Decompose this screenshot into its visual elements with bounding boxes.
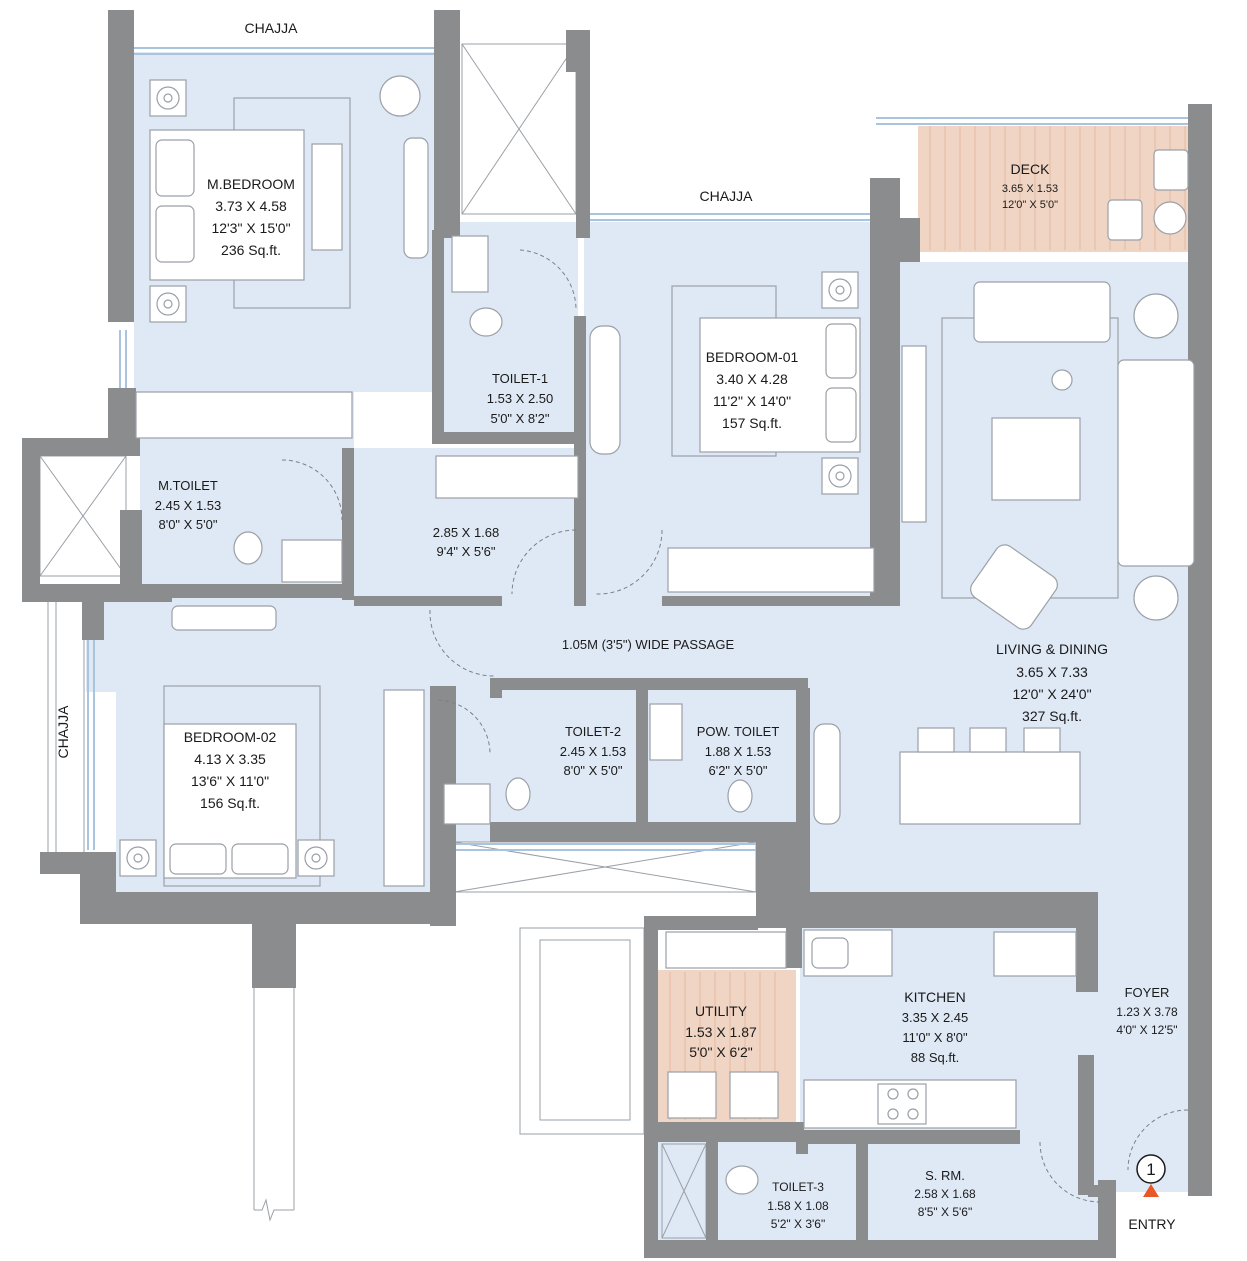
toilet-2-imperial: 8'0" X 5'0" xyxy=(563,763,622,778)
servant-room-name: S. RM. xyxy=(925,1168,965,1183)
master-toilet-imperial: 8'0" X 5'0" xyxy=(158,517,217,532)
entry-number: 1 xyxy=(1146,1160,1155,1179)
master-bedroom-name: M.BEDROOM xyxy=(207,176,295,192)
entry-label: ENTRY xyxy=(1128,1216,1176,1232)
chajja-label-left: CHAJJA xyxy=(55,705,71,759)
utility-metric: 1.53 X 1.87 xyxy=(685,1024,757,1040)
toilet-1-name: TOILET-1 xyxy=(492,371,548,386)
deck-metric: 3.65 X 1.53 xyxy=(1002,183,1058,195)
master-toilet-name: M.TOILET xyxy=(158,478,218,493)
toilet-1-metric: 1.53 X 2.50 xyxy=(487,391,554,406)
living-dining-area: 327 Sq.ft. xyxy=(1022,708,1082,724)
master-bedroom-metric: 3.73 X 4.58 xyxy=(215,198,287,214)
entry-number-circle xyxy=(1136,1154,1166,1184)
walls xyxy=(22,10,1212,1258)
chajja-label-top-left: CHAJJA xyxy=(245,20,299,36)
deck-imperial: 12'0" X 5'0" xyxy=(1002,199,1058,211)
bedroom-02-imperial: 13'6" X 11'0" xyxy=(191,773,269,789)
bedroom-01-area: 157 Sq.ft. xyxy=(722,415,782,431)
bedroom-01-imperial: 11'2" X 14'0" xyxy=(713,393,791,409)
kitchen-name: KITCHEN xyxy=(904,989,965,1005)
living-dining-metric: 3.65 X 7.33 xyxy=(1016,664,1088,680)
master-bedroom-area: 236 Sq.ft. xyxy=(221,242,281,258)
deck-floor xyxy=(918,126,1194,252)
toilet-2-name: TOILET-2 xyxy=(565,724,621,739)
dress-imperial: 9'4" X 5'6" xyxy=(436,544,495,559)
bedroom-01-metric: 3.40 X 4.28 xyxy=(716,371,788,387)
living-dining-imperial: 12'0" X 24'0" xyxy=(1012,686,1091,702)
bedroom-02-metric: 4.13 X 3.35 xyxy=(194,751,266,767)
toilet-1-imperial: 5'0" X 8'2" xyxy=(490,411,549,426)
foyer-name: FOYER xyxy=(1125,985,1170,1000)
kitchen-metric: 3.35 X 2.45 xyxy=(902,1010,969,1025)
utility-name: UTILITY xyxy=(695,1003,748,1019)
toilet-3-imperial: 5'2" X 3'6" xyxy=(771,1217,825,1231)
dress-metric: 2.85 X 1.68 xyxy=(433,525,500,540)
pow-toilet-imperial: 6'2" X 5'0" xyxy=(708,763,767,778)
living-dining-name: LIVING & DINING xyxy=(996,641,1108,657)
entry-marker: 1 ENTRY xyxy=(1128,1154,1176,1232)
servant-room-metric: 2.58 X 1.68 xyxy=(914,1187,976,1201)
chajja-label-top-mid: CHAJJA xyxy=(700,188,754,204)
master-bedroom-imperial: 12'3" X 15'0" xyxy=(211,220,290,236)
furniture xyxy=(119,75,1195,1195)
utility-imperial: 5'0" X 6'2" xyxy=(689,1044,753,1060)
door-swings xyxy=(281,249,1189,1203)
pow-toilet-metric: 1.88 X 1.53 xyxy=(705,744,772,759)
toilet-2-metric: 2.45 X 1.53 xyxy=(560,744,627,759)
toilet-3-name: TOILET-3 xyxy=(772,1180,824,1194)
bedroom-01-name: BEDROOM-01 xyxy=(706,349,799,365)
passage-label: 1.05M (3'5") WIDE PASSAGE xyxy=(562,637,735,652)
servant-room-imperial: 8'5" X 5'6" xyxy=(918,1205,972,1219)
kitchen-imperial: 11'0" X 8'0" xyxy=(902,1030,968,1045)
foyer-metric: 1.23 X 3.78 xyxy=(1116,1005,1178,1019)
toilet-3-metric: 1.58 X 1.08 xyxy=(767,1199,829,1213)
bedroom-02-name: BEDROOM-02 xyxy=(184,729,277,745)
deck-name: DECK xyxy=(1011,161,1051,177)
windows xyxy=(87,47,1197,851)
entry-arrow-icon xyxy=(1143,1184,1159,1197)
pow-toilet-name: POW. TOILET xyxy=(697,724,780,739)
master-toilet-metric: 2.45 X 1.53 xyxy=(155,498,222,513)
foyer-imperial: 4'0" X 12'5" xyxy=(1116,1023,1177,1037)
kitchen-area: 88 Sq.ft. xyxy=(911,1050,959,1065)
bedroom-02-area: 156 Sq.ft. xyxy=(200,795,260,811)
